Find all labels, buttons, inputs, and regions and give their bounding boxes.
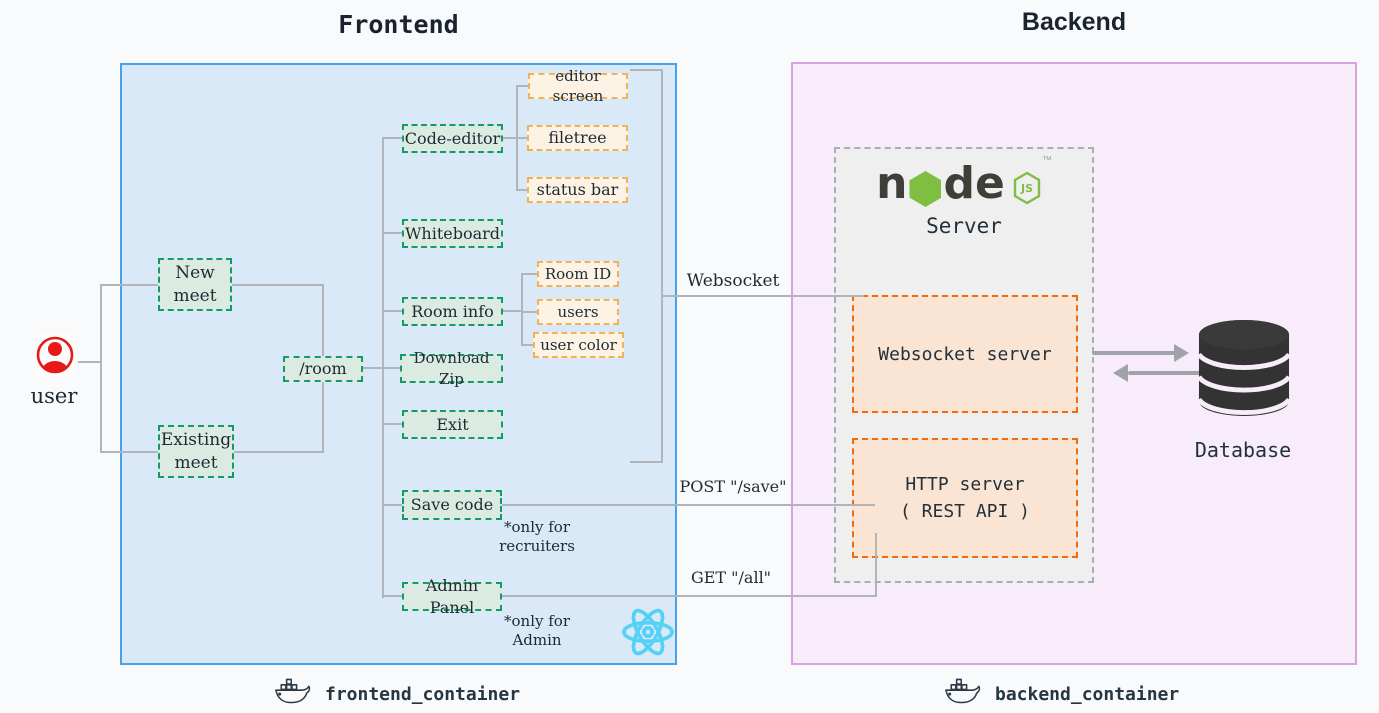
note-only-admin: *only for Admin	[504, 612, 570, 649]
get-edge-line	[501, 595, 877, 597]
arrow-from-database	[1128, 371, 1200, 375]
subnode-box-editor-screen: editor screen	[528, 67, 628, 105]
svg-text:JS: JS	[1020, 182, 1033, 195]
node-box-existing-meet: Existing meet	[158, 425, 234, 478]
nodejs-letter-d: d	[943, 158, 975, 209]
subnode-box-users: users	[537, 299, 619, 325]
user-label: user	[30, 384, 78, 408]
node-box-save-code: Save code	[402, 490, 502, 520]
database-icon	[1196, 318, 1292, 422]
subnode-box-user-color: user color	[533, 332, 624, 358]
nodejs-icon: n d e JS ™	[834, 155, 1094, 213]
arrow-left-head-icon	[1113, 364, 1128, 382]
connector-line	[382, 137, 402, 139]
node-box-admin-panel: Admin Panel	[402, 576, 502, 617]
frontend-title: Frontend	[338, 10, 459, 39]
subnode-box-filetree: filetree	[527, 125, 628, 151]
backend-box-websocket-server: Websocket server	[852, 295, 1078, 413]
connector-line	[382, 423, 402, 425]
connector-line	[516, 189, 527, 191]
connector-line	[630, 69, 663, 71]
connector-line	[521, 344, 533, 346]
connector-line	[502, 137, 518, 139]
nodejs-letter-e: e	[974, 158, 1005, 209]
backend-container-label: backend_container	[995, 684, 1180, 705]
node-box-code-editor: Code-editor	[402, 124, 503, 153]
connector-line	[521, 311, 537, 313]
node-box-room: /room	[283, 356, 363, 382]
user-icon	[33, 333, 77, 377]
connector-line	[363, 367, 382, 369]
backend-box-http-server: HTTP server ( REST API )	[852, 438, 1078, 558]
connector-line	[382, 504, 402, 506]
get-edge-line	[875, 533, 877, 597]
trademark-symbol: ™	[1041, 155, 1052, 166]
node-box-exit: Exit	[402, 410, 503, 439]
node-box-download-zip: Download Zip	[400, 349, 503, 388]
post-edge-label: POST "/save"	[679, 477, 787, 496]
docker-icon	[942, 677, 982, 712]
post-edge-line	[501, 504, 875, 506]
node-box-new-meet: New meet	[158, 258, 232, 311]
node-box-whiteboard: Whiteboard	[402, 219, 503, 248]
note-only-recruiters: *only for recruiters	[499, 518, 575, 555]
connector-line	[661, 69, 663, 463]
frontend-container-box	[120, 63, 677, 665]
connector-line	[100, 451, 158, 453]
node-box-room-info: Room info	[402, 297, 503, 326]
connector-line	[502, 310, 523, 312]
connector-line	[516, 85, 528, 87]
server-title: Server	[926, 214, 1002, 238]
react-icon	[620, 607, 676, 661]
connector-line	[630, 461, 663, 463]
connector-line	[382, 367, 402, 369]
frontend-container-label: frontend_container	[325, 684, 521, 705]
connector-line	[100, 284, 158, 286]
connector-line	[233, 451, 324, 453]
backend-title: Backend	[1021, 8, 1127, 36]
arrow-to-database	[1092, 351, 1176, 355]
connector-line	[521, 273, 537, 275]
connector-line	[382, 595, 402, 597]
get-edge-label: GET "/all"	[690, 568, 772, 587]
subnode-box-room-id: Room ID	[537, 261, 619, 287]
connector-line	[232, 284, 324, 286]
arrow-right-head-icon	[1174, 344, 1189, 362]
connector-line	[78, 361, 102, 363]
connector-line	[382, 310, 402, 312]
websocket-edge-label: Websocket	[686, 271, 780, 291]
connector-line	[382, 232, 402, 234]
subnode-box-status-bar: status bar	[527, 177, 628, 203]
websocket-edge-line	[661, 295, 864, 297]
nodejs-letter-n: n	[876, 158, 908, 209]
connector-line	[100, 284, 102, 453]
connector-line	[516, 137, 527, 139]
nodejs-hexagon-o-icon	[909, 171, 942, 207]
docker-icon	[272, 677, 312, 712]
connector-line	[521, 273, 523, 346]
nodejs-js-badge-icon: JS	[1013, 171, 1041, 205]
database-label: Database	[1194, 438, 1292, 462]
